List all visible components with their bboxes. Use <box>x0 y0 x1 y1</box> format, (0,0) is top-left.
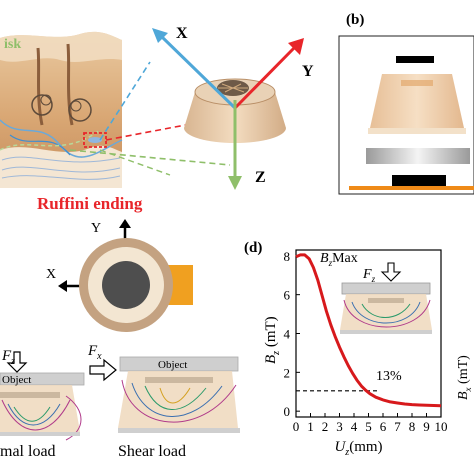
percent-annotation: 13% <box>376 369 402 384</box>
top-magnet <box>396 56 434 63</box>
bz-max-annotation: BzMax <box>320 251 358 268</box>
shear-force-arrow <box>89 358 117 382</box>
shear-force-label: Fx <box>87 343 102 362</box>
axis-y-label: Y <box>302 63 314 80</box>
panel-b: (b) <box>338 12 474 195</box>
panel-d-label: (d) <box>244 240 262 256</box>
connector-line-red <box>105 119 213 141</box>
x-axis-label: Uz(mm) <box>334 439 382 458</box>
shear-load-caption: Shear load <box>118 443 186 460</box>
axis-x-arrow <box>159 34 237 110</box>
connector-line-blue <box>99 61 151 141</box>
y-tick-label: 4 <box>284 327 291 342</box>
x-tick-label: 4 <box>351 419 358 434</box>
connector-line-green <box>69 149 231 166</box>
axis-z-arrowhead <box>228 176 242 190</box>
chart-inset-illustration <box>340 262 432 334</box>
connector-line-green-2 <box>99 149 171 176</box>
x-tick-label: 1 <box>307 419 314 434</box>
normal-object-label: Object <box>2 374 31 386</box>
x-tick-label: 10 <box>435 419 448 434</box>
panel-a: isk X Y Z Ruffini ending <box>0 25 314 213</box>
normal-load-caption: mal load <box>0 443 56 460</box>
bz-curve <box>295 253 442 408</box>
x-tick-label: 3 <box>336 419 343 434</box>
metal-ring <box>366 148 470 164</box>
y-tick-label: 8 <box>284 249 291 264</box>
y-tick-label: 6 <box>284 288 291 303</box>
x-tick-label: 8 <box>409 419 416 434</box>
base-plate <box>349 186 474 190</box>
y-tick-label: 2 <box>284 365 291 380</box>
y-axis-label: Bz (mT) <box>263 316 282 364</box>
normal-force-arrow <box>6 351 28 373</box>
y-tick-label: 0 <box>284 404 291 419</box>
topview-y-label: Y <box>91 221 101 236</box>
ruffini-highlight-box <box>83 132 107 148</box>
normal-force-label: Fz <box>1 348 15 367</box>
inset-force-arrow <box>380 262 402 282</box>
x-tick-label: 2 <box>322 419 329 434</box>
shear-object-label: Object <box>158 359 187 371</box>
topview-x-label: X <box>46 267 56 282</box>
panel-b-label: (b) <box>346 12 364 28</box>
ruffini-ending-label: Ruffini ending <box>37 194 143 213</box>
skin-label: isk <box>4 37 21 52</box>
inset-force-label: Fz <box>362 267 376 284</box>
elastomer-body <box>370 74 464 128</box>
axis-y-arrow <box>233 44 298 110</box>
normal-load-illustration <box>0 351 85 441</box>
bottom-magnet <box>392 175 446 188</box>
skin-cross-section-illustration <box>0 31 123 188</box>
topview-magnet <box>102 261 150 309</box>
x-tick-label: 6 <box>380 419 387 434</box>
right-axis-label: Bx (mT) <box>456 355 473 400</box>
x-tick-label: 7 <box>394 419 401 434</box>
axis-x-label: X <box>176 25 188 42</box>
axis-x-arrowhead <box>152 28 168 43</box>
axis-y-arrowhead <box>288 38 304 55</box>
shear-load-illustration <box>89 356 240 433</box>
axis-z-label: Z <box>255 169 266 186</box>
x-tick-label: 5 <box>365 419 372 434</box>
panel-c: Y X Fz Object mal load <box>0 219 240 460</box>
x-tick-label: 9 <box>423 419 430 434</box>
x-tick-label: 0 <box>293 419 300 434</box>
